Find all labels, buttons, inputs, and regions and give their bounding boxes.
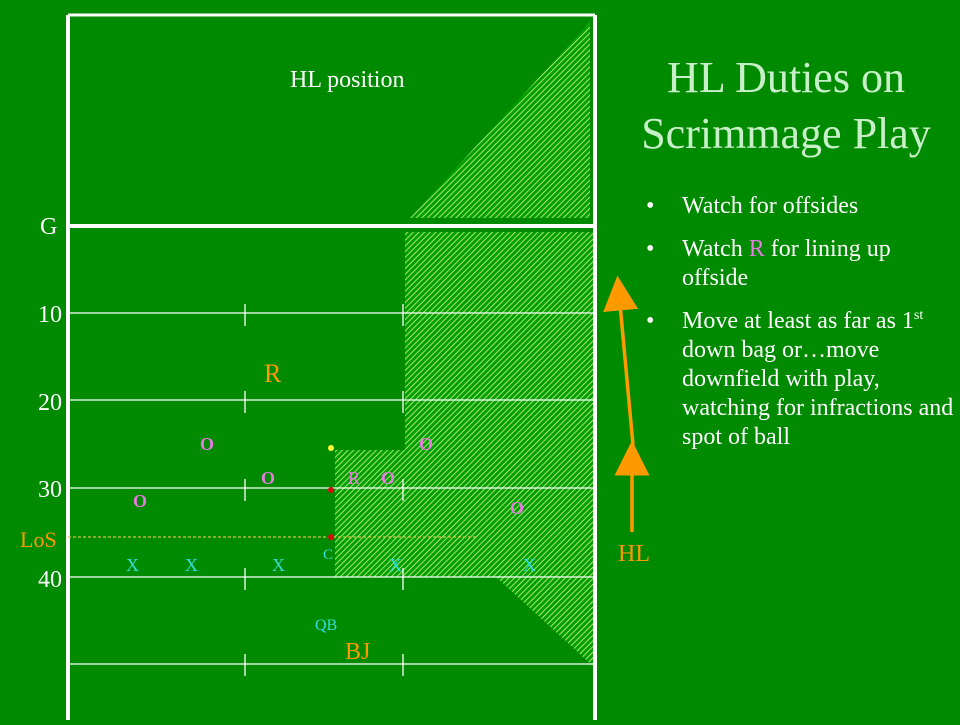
- yard-label-10: 10: [38, 302, 62, 328]
- yard-label-goal: G: [40, 214, 57, 240]
- yard-label-20: 20: [38, 390, 62, 416]
- bullet-text: for lining up offside: [682, 236, 891, 291]
- bullet-text: down bag or…move downfield with play, wa…: [682, 337, 954, 450]
- title-line-2: Scrimmage Play: [641, 109, 931, 158]
- offense-player: X: [523, 555, 536, 575]
- hatched-zone-endzone: [410, 22, 590, 218]
- bullet-superscript: st: [913, 308, 924, 323]
- offense-player: X: [272, 555, 285, 575]
- ball-spot-red-upper: [328, 487, 334, 493]
- returner-in-box: R: [348, 468, 360, 488]
- defense-player: O: [419, 434, 433, 454]
- bullet-watch-r: Watch R for lining up offside: [640, 235, 955, 293]
- bullet-text: Move at least as far as 1: [682, 308, 914, 334]
- offense: X X X X X: [126, 555, 536, 575]
- official-bj: BJ: [345, 639, 370, 665]
- offense-player: X: [126, 555, 139, 575]
- yard-label-30: 30: [38, 477, 62, 503]
- official-r: R: [264, 359, 282, 388]
- bullet-text: Watch: [682, 236, 749, 262]
- defense-player: O: [200, 434, 214, 454]
- title-line-1: HL Duties on: [667, 53, 905, 102]
- hash-marks: [244, 304, 404, 676]
- yard-label-40: 40: [38, 567, 62, 593]
- bullet-text: Watch for offsides: [682, 193, 859, 219]
- defense: O O O O O O: [133, 434, 524, 518]
- yard-label-los: LoS: [20, 527, 57, 552]
- hatched-zone-sideline: [335, 232, 595, 668]
- hl-position-label: HL position: [290, 67, 404, 93]
- defense-player: O: [510, 498, 524, 518]
- offense-player: X: [185, 555, 198, 575]
- duties-list: Watch for offsides Watch R for lining up…: [640, 192, 955, 466]
- bullet-offsides: Watch for offsides: [640, 192, 955, 221]
- defense-player: O: [133, 491, 147, 511]
- slide-title: HL Duties on Scrimmage Play: [612, 50, 960, 162]
- ball-spot-red-los: [328, 534, 334, 540]
- defense-player: O: [381, 468, 395, 488]
- bullet-move: Move at least as far as 1st down bag or……: [640, 307, 955, 452]
- offense-player: X: [389, 555, 402, 575]
- center-label: C: [323, 547, 333, 563]
- hl-arrow-long: [603, 275, 639, 446]
- qb-label: QB: [315, 617, 337, 634]
- bullet-r-highlight: R: [748, 236, 765, 262]
- defense-player: O: [261, 468, 275, 488]
- ball-spot-yellow: [328, 445, 334, 451]
- official-hl: HL: [618, 541, 650, 567]
